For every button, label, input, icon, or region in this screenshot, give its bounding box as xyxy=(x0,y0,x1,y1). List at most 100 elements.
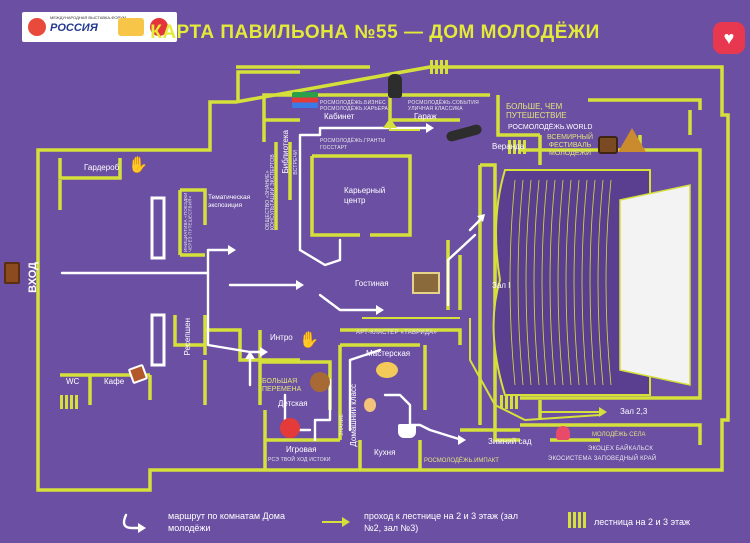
kids-label[interactable]: Детская xyxy=(278,399,308,408)
stairs-bar xyxy=(70,395,73,409)
workshop-label[interactable]: Мастерская xyxy=(366,349,411,358)
cabinet-tag: РОСМОЛОДЁЖЬ.БИЗНЕС РОСМОЛОДЁЖЬ.КАРЬЕРА xyxy=(320,100,389,112)
seat-row xyxy=(533,179,540,386)
student-icon xyxy=(364,398,376,412)
career-tag: РОСМОЛОДЁЖЬ.ГРАНТЫ ГОССТАРТ xyxy=(320,138,386,151)
page-title: КАРТА ПАВИЛЬОНА №55 — ДОМ МОЛОДЁЖИ xyxy=(150,22,600,43)
wall-cabinet xyxy=(262,93,490,142)
festival-label: ВСЕМИРНЫЙ ФЕСТИВАЛЬ МОЛОДЁЖИ xyxy=(547,134,593,157)
seat-row xyxy=(509,179,516,386)
stairs-markers xyxy=(60,60,526,409)
world-label: РОСМОЛОДЁЖЬ.WORLD xyxy=(508,124,593,131)
wardrobe-label[interactable]: Гардероб xyxy=(84,163,120,172)
seat-row xyxy=(581,179,588,386)
living-label[interactable]: Гостиная xyxy=(355,279,389,288)
heart-badge-icon[interactable]: ♥ xyxy=(713,22,745,54)
stairs-bar xyxy=(508,140,511,154)
youth-village-label: МОЛОДЁЖЬ СЕЛА xyxy=(592,432,646,438)
legend-passage-icon xyxy=(322,517,350,527)
cabinet-label[interactable]: Кабинет xyxy=(324,112,355,121)
intro-label[interactable]: Интро xyxy=(270,333,293,342)
garage-label[interactable]: Гараж xyxy=(414,112,437,121)
header-logo: МЕЖДУНАРОДНАЯ ВЫСТАВКА-ФОРУМ РОССИЯ xyxy=(22,12,177,42)
legend-stairs-text: лестница на 2 и 3 этаж xyxy=(594,517,690,527)
library-side-label: ОБЩЕСТВО «ЗНАНИЕ» КОНСУЛЬТАЦИИ ЭКСПЕРТОВ xyxy=(265,154,276,230)
seat-row xyxy=(589,179,596,386)
tulip-icon xyxy=(556,426,570,440)
winter-garden-label[interactable]: Зимний сад xyxy=(488,437,532,446)
legend-route-icon xyxy=(122,513,146,533)
home-class-label[interactable]: Домашний класс xyxy=(349,384,358,447)
znanie-label: ЗНАНИЕ xyxy=(339,414,345,436)
legend-route-text: маршрут по комнатам Дома молодёжи xyxy=(168,511,285,533)
eco-baikal-label: ЭКОЦЕХ БАЙКАЛЬСК xyxy=(588,446,654,452)
stairs-bar xyxy=(510,395,513,409)
kitchen-label[interactable]: Кухня xyxy=(374,448,396,457)
more-than-label: БОЛЬШЕ, ЧЕМ ПУТЕШЕСТВИЕ xyxy=(506,102,567,120)
books-icon xyxy=(292,92,318,108)
rug-icon xyxy=(412,272,440,294)
tent-icon xyxy=(618,128,646,152)
seat-row xyxy=(605,179,612,386)
logo-name: РОССИЯ xyxy=(50,22,98,34)
route-arrowheads xyxy=(228,123,485,445)
stairs-bar xyxy=(445,60,448,74)
passage-path xyxy=(362,118,601,422)
stairs-bar xyxy=(518,140,521,154)
wall-wardrobe xyxy=(58,158,122,180)
stairs-bar xyxy=(75,395,78,409)
exhibit-label-text: Тематическая экспозиция xyxy=(208,194,251,209)
hall23-label[interactable]: Зал 2,3 xyxy=(620,407,648,416)
seat-row xyxy=(565,179,572,386)
hall1-label[interactable]: Зал I xyxy=(492,281,511,290)
outer-wall xyxy=(36,65,730,492)
reception-label[interactable]: Ресепшен xyxy=(183,318,192,356)
hand-icon: ✋ xyxy=(299,332,319,349)
stairs-bar xyxy=(505,395,508,409)
stage xyxy=(619,184,691,386)
stairs-bar xyxy=(60,395,63,409)
entrance-label[interactable]: ВХОД xyxy=(27,262,39,293)
garage-tag: РОСМОЛОДЁЖЬ.СОБЫТИЯ УЛИЧНАЯ КЛАССИКА xyxy=(408,100,479,112)
stairs-bar xyxy=(435,60,438,74)
legend-passage-text: проход к лестнице на 2 и 3 этаж (зал №2,… xyxy=(364,511,518,533)
playroom-label[interactable]: Игровая xyxy=(286,445,317,454)
seat-row xyxy=(597,179,604,386)
logo-tag: МЕЖДУНАРОДНАЯ ВЫСТАВКА-ФОРУМ xyxy=(50,15,126,20)
logo-mark-icon xyxy=(28,18,46,36)
big-break-label: БОЛЬШАЯ ПЕРЕМЕНА xyxy=(262,378,302,393)
meetings-side-label: ВСТРЕЧИ xyxy=(293,150,299,175)
seat-row xyxy=(549,179,556,386)
wall-kids xyxy=(258,330,332,410)
cafe-label[interactable]: Кафе xyxy=(104,377,125,386)
seat-row xyxy=(525,179,532,386)
playroom-tag: РСЭ ТВОЙ ХОД ИСТОКИ xyxy=(268,457,331,463)
seat-row xyxy=(541,179,548,386)
seat-row xyxy=(517,179,524,386)
glove-icon: ✋ xyxy=(128,157,148,174)
wc-label[interactable]: WC xyxy=(66,377,80,386)
seat-row xyxy=(573,179,580,386)
stairs-bar xyxy=(440,60,443,74)
seat-row xyxy=(557,179,564,386)
veranda-label[interactable]: Веранда xyxy=(492,142,525,151)
wall-top-left xyxy=(236,70,300,102)
stairs-bar xyxy=(430,60,433,74)
wall-winter xyxy=(520,423,702,445)
library-label[interactable]: Библиотека xyxy=(281,130,290,174)
eco-reserve-label: ЭКОСИСТЕМА ЗАПОВЕДНЫЙ КРАЙ xyxy=(548,456,657,462)
stairs-bar xyxy=(513,140,516,154)
wall-workshop xyxy=(338,343,420,440)
career-label[interactable]: Карьерный центр xyxy=(344,186,386,205)
stairs-bar xyxy=(65,395,68,409)
exhibit-side-label: ИНИЦИАТИВА «ПОЕЗДКИ ЧЕРЕЗ ПУТЕШЕСТВИЯ» xyxy=(183,192,193,252)
wall-exhibit xyxy=(180,188,207,257)
stairs-bar xyxy=(523,140,526,154)
stairs-bar xyxy=(515,395,518,409)
palette-icon xyxy=(376,362,398,378)
hall1-auditorium xyxy=(492,169,691,396)
wall-career xyxy=(310,156,360,237)
logo-partner2-icon xyxy=(150,18,168,36)
exhibit-label[interactable]: Тематическая экспозиция xyxy=(208,194,268,210)
